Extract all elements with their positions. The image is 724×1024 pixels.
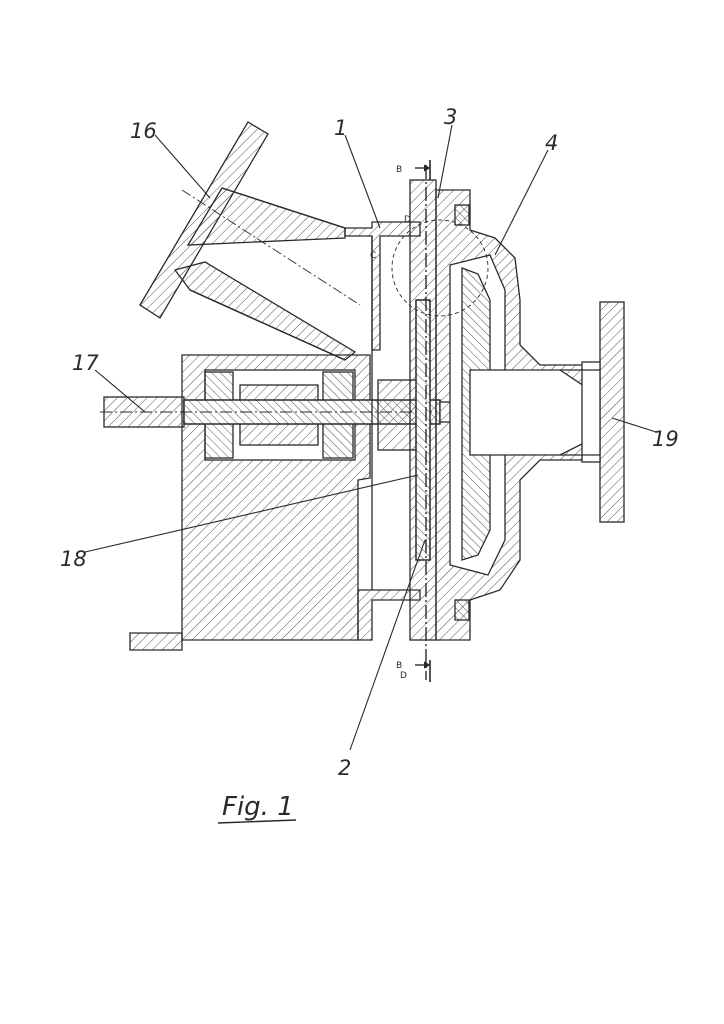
ref-numeral-3: 3 [444,105,457,129]
section-line-marks [415,160,431,682]
outlet-flange-19 [560,301,625,523]
section-label-d-bottom: D [400,671,407,681]
section-label-d-top: D [404,215,411,225]
detail-label-c: C [370,251,376,261]
section-label-b-bottom: B [396,661,402,671]
figure-caption: Fig. 1 [222,792,294,822]
section-labels: B D C B D [370,165,411,681]
ref-numeral-18: 18 [60,547,87,571]
reference-numerals: 16 1 3 4 17 18 2 19 [60,105,679,780]
ref-numeral-16: 16 [130,119,157,143]
ref-numeral-4: 4 [545,131,558,155]
intermediate-plate [409,165,437,680]
leader-lines [84,124,657,751]
caption-underline [217,819,297,824]
ref-numeral-2: 2 [338,756,351,780]
detail-circle-c [391,219,489,317]
ref-numeral-17: 17 [72,351,99,375]
inlet-pipe-16 [139,121,361,361]
shaft-17 [100,379,470,451]
section-label-b-top: B [396,165,402,175]
ref-numeral-19: 19 [652,427,679,451]
pump-casing-4 [435,189,599,641]
ref-numeral-1: 1 [334,116,347,140]
